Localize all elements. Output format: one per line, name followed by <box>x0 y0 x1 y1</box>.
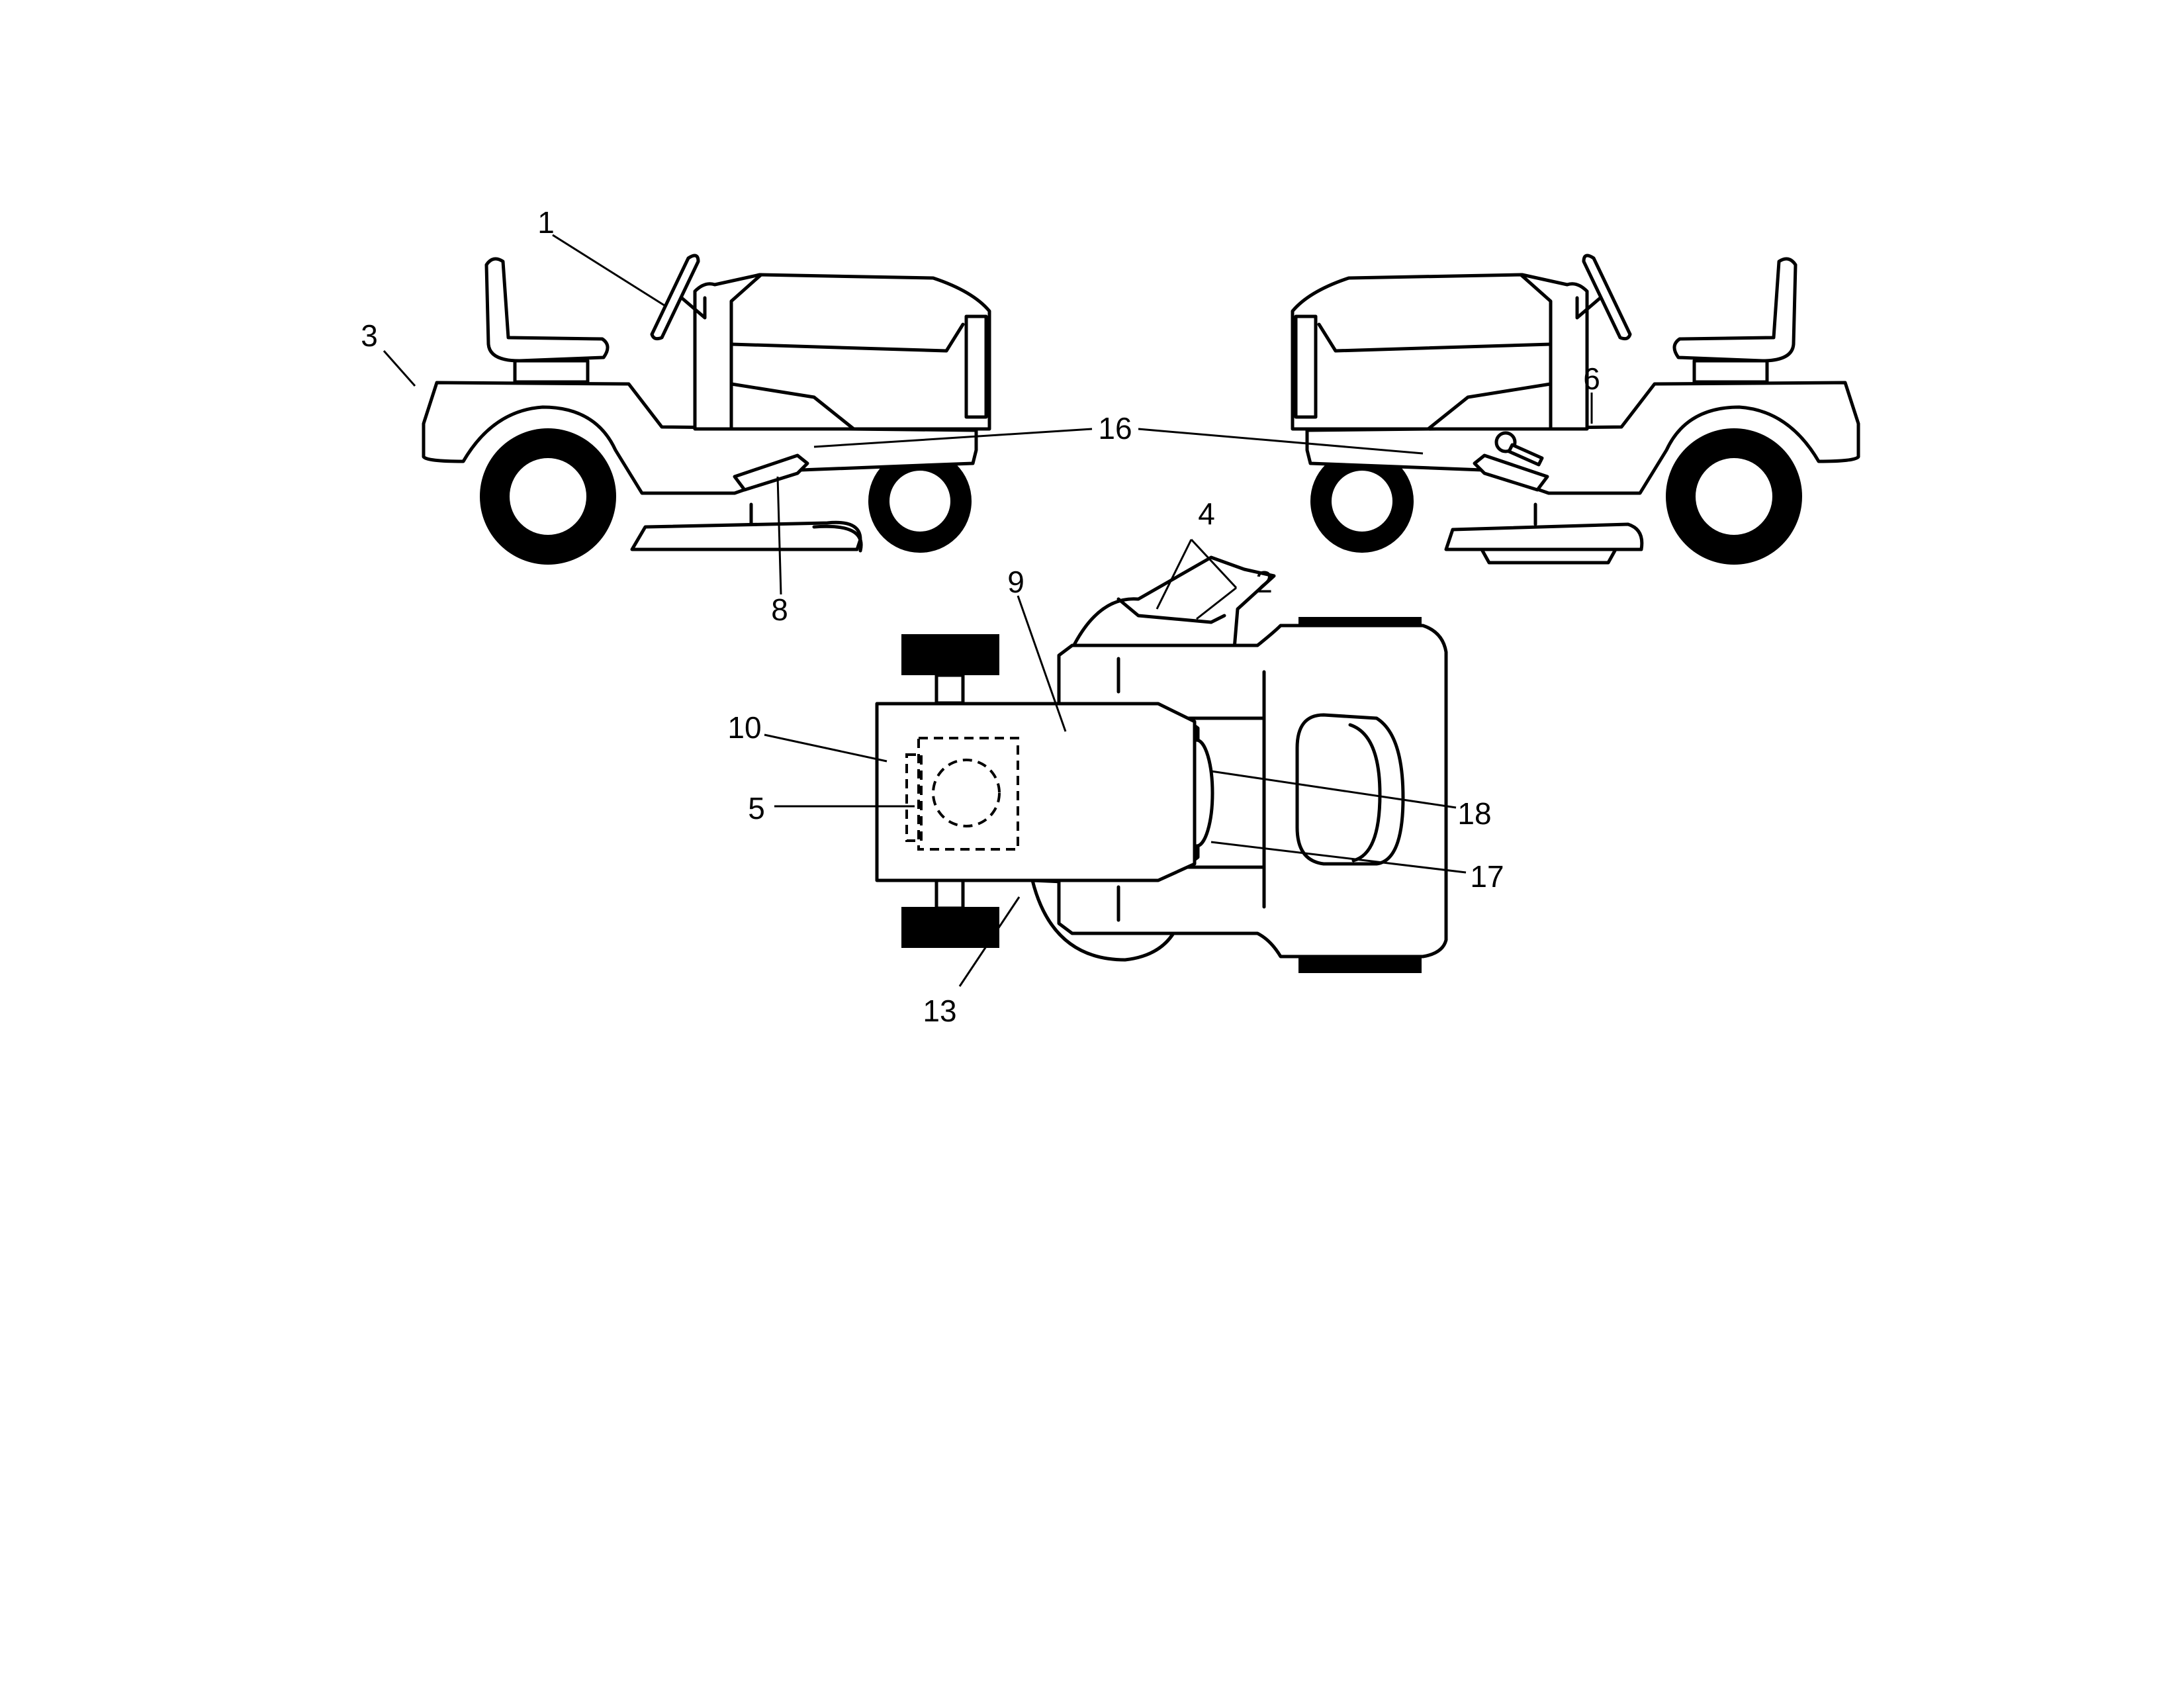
leader-18 <box>1210 770 1457 809</box>
callout-4: 4 <box>1198 496 1215 531</box>
callout-10: 10 <box>727 710 761 745</box>
leader-16-right <box>1138 428 1424 455</box>
leader-3 <box>383 350 416 387</box>
leader-lines <box>383 234 1593 987</box>
callout-13: 13 <box>923 994 956 1028</box>
leader-1 <box>552 234 666 307</box>
callout-5: 5 <box>748 791 765 825</box>
callout-9: 9 <box>1007 565 1024 599</box>
callout-6: 6 <box>1583 361 1600 396</box>
tractor-top-view <box>875 555 1448 973</box>
tractor-left-side-view <box>422 254 991 565</box>
callout-17: 17 <box>1470 859 1504 894</box>
leader-10 <box>764 733 887 763</box>
callout-1: 1 <box>537 205 555 240</box>
leader-8 <box>776 476 782 595</box>
callout-18: 18 <box>1457 796 1491 831</box>
tractor-right-side-view <box>1291 254 1860 565</box>
callout-2: 2 <box>1255 565 1273 599</box>
leader-2 <box>1196 586 1237 620</box>
callout-16: 16 <box>1098 411 1132 445</box>
leader-4a <box>1156 539 1193 610</box>
leader-13 <box>958 896 1021 987</box>
leader-4b <box>1190 538 1238 589</box>
callout-3: 3 <box>361 318 378 353</box>
callout-numbers: 1 3 16 6 8 4 2 9 10 5 18 17 13 <box>361 205 1600 1028</box>
callout-8: 8 <box>771 592 788 627</box>
leader-9 <box>1017 595 1067 732</box>
leader-16-left <box>813 428 1093 448</box>
leader-17 <box>1210 841 1467 874</box>
